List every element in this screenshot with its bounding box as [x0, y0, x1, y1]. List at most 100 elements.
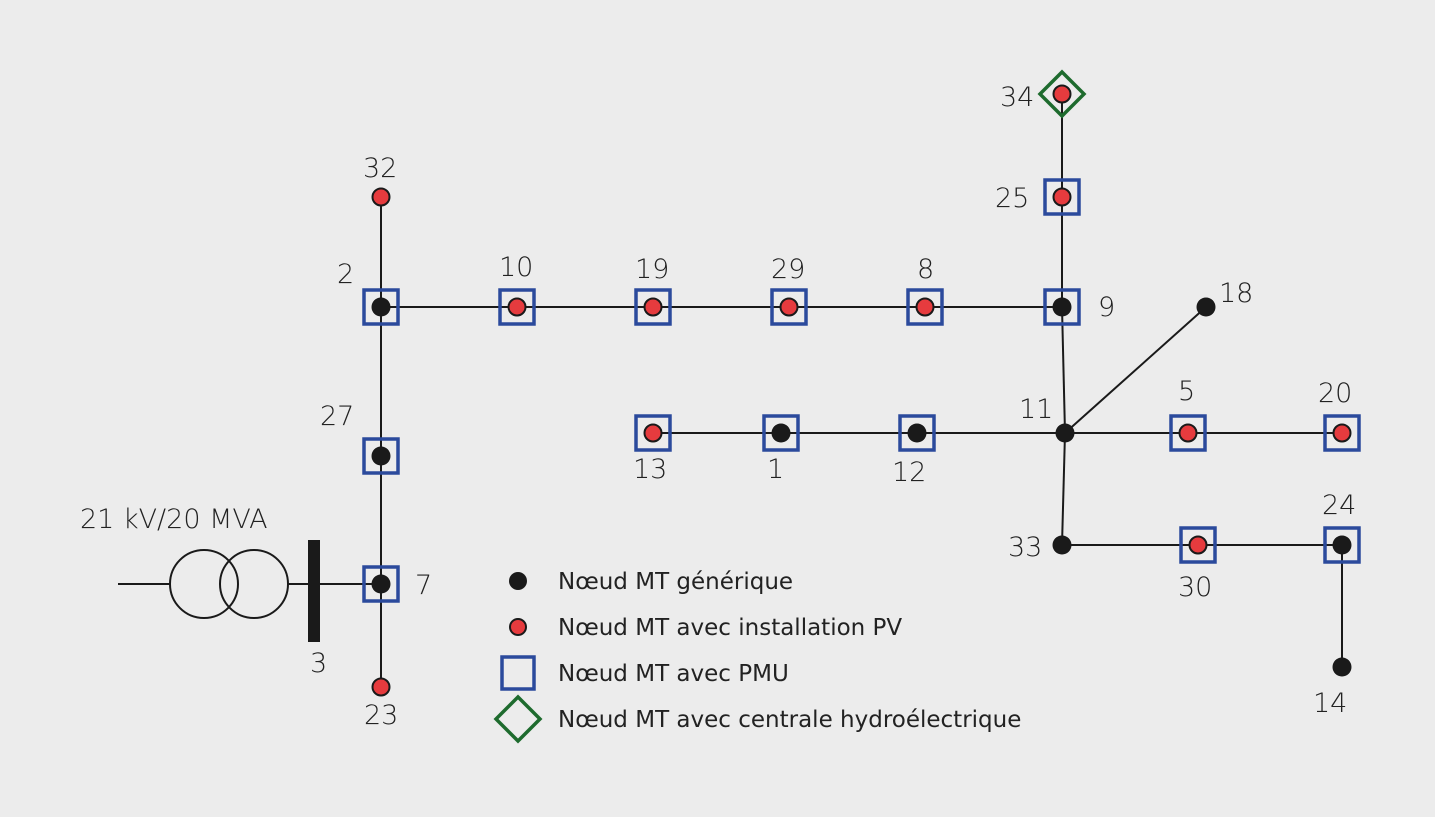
node-label: 23 [364, 700, 398, 731]
transformer: 21 kV/20 MVA [80, 504, 314, 619]
pmu-box-icon [906, 288, 944, 326]
generic-node-icon [1332, 657, 1352, 677]
generic-node-icon [1055, 423, 1075, 443]
pv-node-icon [507, 297, 527, 317]
pmu-box-icon [498, 288, 536, 326]
generic-node-icon [371, 297, 391, 317]
generic-node-icon [1196, 297, 1216, 317]
node-label: 13 [633, 454, 667, 485]
node-label: 14 [1313, 688, 1347, 719]
edge-9-11 [1061, 306, 1066, 434]
node-2: 2 [337, 259, 400, 326]
generic-node-icon [1052, 535, 1072, 555]
pv-node-icon [1332, 423, 1352, 443]
node-10: 10 [498, 252, 536, 326]
hydro-diamond-icon [1037, 69, 1087, 119]
node-34: 34 [1000, 69, 1087, 119]
node-label: 9 [1098, 292, 1115, 323]
legend-label: Nœud MT avec PMU [558, 661, 789, 687]
node-label: 12 [892, 457, 926, 488]
pv-node-icon [1188, 535, 1208, 555]
node-27: 27 [320, 401, 400, 475]
pmu-box-icon [898, 414, 936, 452]
node-label: 19 [635, 254, 669, 285]
node-label: 1 [767, 454, 784, 485]
nodes: 7 23 27 2 32 10 19 29 8 9 25 34 11 18 12 1 13 5 20 33 30 24 14 [320, 69, 1361, 731]
generic-node-icon [509, 572, 527, 590]
node-label: 8 [917, 254, 934, 285]
node-label: 27 [320, 401, 354, 432]
pv-node-icon [371, 187, 391, 207]
busbar-label: 3 [310, 648, 327, 679]
pmu-box-icon [634, 288, 672, 326]
node-24: 24 [1322, 490, 1361, 564]
pv-node-icon [643, 297, 663, 317]
pv-node-icon [779, 297, 799, 317]
node-11: 11 [1019, 394, 1075, 443]
node-9: 9 [1043, 288, 1115, 326]
pmu-box-icon [634, 414, 672, 452]
pmu-box-icon [362, 437, 400, 475]
pv-node-icon [1052, 84, 1072, 104]
node-33: 33 [1008, 532, 1072, 563]
edge-11-33 [1061, 432, 1066, 546]
generic-node-icon [771, 423, 791, 443]
generic-node-icon [1332, 535, 1352, 555]
legend-label: Nœud MT avec installation PV [558, 615, 902, 641]
pv-node-icon [509, 618, 527, 636]
pv-node-icon [915, 297, 935, 317]
pmu-box-icon [762, 414, 800, 452]
edges [314, 94, 1343, 687]
busbar-bar [308, 540, 320, 642]
generic-node-icon [371, 574, 391, 594]
legend-item-pmu: Nœud MT avec PMU [500, 655, 789, 691]
node-label: 2 [337, 259, 354, 290]
transformer-winding-primary [169, 549, 239, 619]
transformer-winding-secondary [219, 549, 289, 619]
pmu-box-icon [770, 288, 808, 326]
pmu-box-icon [1323, 414, 1361, 452]
pv-node-icon [1052, 187, 1072, 207]
node-29: 29 [770, 254, 808, 326]
pmu-box-icon [1043, 178, 1081, 216]
node-5: 5 [1169, 376, 1207, 452]
node-8: 8 [906, 254, 944, 326]
pmu-box-icon [1169, 414, 1207, 452]
transformer-label: 21 kV/20 MVA [80, 504, 268, 535]
pmu-box-icon [362, 288, 400, 326]
busbar: 3 [308, 540, 327, 679]
node-19: 19 [634, 254, 672, 326]
node-label: 5 [1178, 376, 1195, 407]
node-1: 1 [762, 414, 800, 485]
node-label: 34 [1000, 82, 1034, 113]
generic-node-icon [1052, 297, 1072, 317]
pv-node-icon [643, 423, 663, 443]
node-20: 20 [1318, 378, 1361, 452]
node-label: 29 [771, 254, 805, 285]
node-7: 7 [362, 565, 432, 603]
node-label: 32 [363, 153, 397, 184]
node-30: 30 [1178, 526, 1217, 603]
hydro-diamond-icon [493, 694, 543, 744]
node-label: 24 [1322, 490, 1356, 521]
legend-item-hydro: Nœud MT avec centrale hydroélectrique [493, 694, 1021, 744]
generic-node-icon [907, 423, 927, 443]
node-25: 25 [995, 178, 1081, 216]
node-label: 30 [1178, 572, 1212, 603]
node-label: 20 [1318, 378, 1352, 409]
pmu-box-icon [1323, 526, 1361, 564]
node-label: 11 [1019, 394, 1053, 425]
node-13: 13 [633, 414, 672, 485]
node-label: 18 [1219, 278, 1253, 309]
legend-item-pv: Nœud MT avec installation PV [509, 615, 902, 641]
node-18: 18 [1196, 278, 1253, 317]
pmu-box-icon [500, 655, 536, 691]
legend-item-generic: Nœud MT générique [509, 569, 793, 595]
legend-label: Nœud MT avec centrale hydroélectrique [558, 707, 1021, 733]
node-23: 23 [364, 677, 398, 731]
pv-node-icon [1178, 423, 1198, 443]
pmu-box-icon [362, 565, 400, 603]
node-14: 14 [1313, 657, 1352, 719]
